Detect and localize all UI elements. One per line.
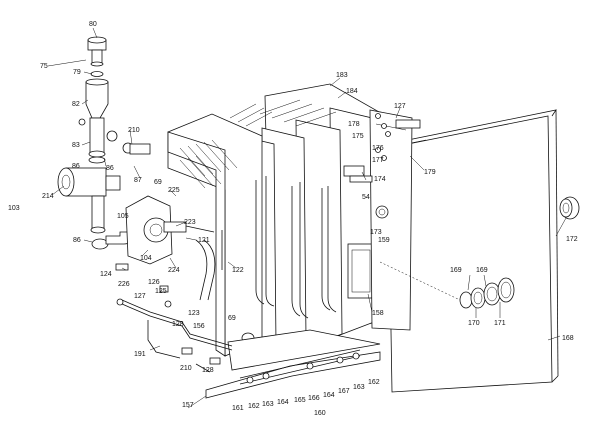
part-label-83: 83 <box>72 142 80 149</box>
part-label-82: 82 <box>72 101 80 108</box>
part-label-125: 125 <box>155 288 167 295</box>
part-label-54: 54 <box>362 194 370 201</box>
part-label-170: 170 <box>468 320 480 327</box>
part-label-165: 165 <box>294 397 306 404</box>
burner-base <box>205 329 381 399</box>
part-label-171: 171 <box>494 320 506 327</box>
part-label-80: 80 <box>89 21 97 28</box>
part-label-174: 174 <box>374 176 386 183</box>
part-label-128: 128 <box>172 321 184 328</box>
heat-exchanger-block <box>167 83 401 361</box>
gas-valve-assembly <box>125 195 223 301</box>
part-label-163: 163 <box>353 384 365 391</box>
part-label-157: 157 <box>182 402 194 409</box>
plug-172 <box>559 196 580 220</box>
part-label-167: 167 <box>338 388 350 395</box>
part-label-173: 173 <box>370 229 382 236</box>
part-label-126: 126 <box>148 279 160 286</box>
part-label-161: 161 <box>232 405 244 412</box>
part-number-labels: 80 75 79 82 83 86 86 86 214 103 210 87 6… <box>8 21 578 417</box>
part-label-75: 75 <box>40 63 48 70</box>
part-label-156: 156 <box>193 323 205 330</box>
part-label-224: 224 <box>168 267 180 274</box>
part-label-160: 160 <box>314 410 326 417</box>
part-label-79: 79 <box>73 69 81 76</box>
part-label-223: 223 <box>184 219 196 226</box>
part-label-176: 176 <box>372 145 384 152</box>
part-label-159: 159 <box>378 237 390 244</box>
side-panel <box>369 109 421 331</box>
part-label-179: 179 <box>424 169 436 176</box>
pump-assembly <box>57 36 151 250</box>
part-label-169: 169 <box>476 267 488 274</box>
small-parts <box>115 263 233 373</box>
part-label-177: 177 <box>372 157 384 164</box>
part-label-178: 178 <box>348 121 360 128</box>
part-label-162: 162 <box>248 403 260 410</box>
part-label-103: 103 <box>8 205 20 212</box>
part-label-86: 86 <box>106 165 114 172</box>
part-label-169: 169 <box>450 267 462 274</box>
part-label-104: 104 <box>140 255 152 262</box>
part-label-127: 127 <box>394 103 406 110</box>
part-label-122: 122 <box>232 267 244 274</box>
part-label-164: 164 <box>277 399 289 406</box>
part-label-164: 164 <box>323 392 335 399</box>
part-label-105: 105 <box>117 213 129 220</box>
part-label-210: 210 <box>128 127 140 134</box>
part-label-128: 128 <box>202 367 214 374</box>
part-label-184: 184 <box>346 88 358 95</box>
leader-lines <box>47 27 567 409</box>
part-label-183: 183 <box>336 72 348 79</box>
part-label-226: 226 <box>118 281 130 288</box>
seal-ring-set <box>379 261 515 309</box>
part-label-175: 175 <box>352 133 364 140</box>
part-label-166: 166 <box>308 395 320 402</box>
part-label-121: 121 <box>198 237 210 244</box>
part-label-158: 158 <box>372 310 384 317</box>
part-label-162: 162 <box>368 379 380 386</box>
part-label-127: 127 <box>134 293 146 300</box>
part-label-172: 172 <box>566 236 578 243</box>
part-label-210: 210 <box>180 365 192 372</box>
part-label-123: 123 <box>188 310 200 317</box>
part-label-69: 69 <box>228 315 236 322</box>
part-label-191: 191 <box>134 351 146 358</box>
front-cover-panel <box>387 109 559 393</box>
part-label-124: 124 <box>100 271 112 278</box>
part-label-163: 163 <box>262 401 274 408</box>
part-label-87: 87 <box>134 177 142 184</box>
part-label-86: 86 <box>73 237 81 244</box>
part-label-86: 86 <box>72 163 80 170</box>
part-label-69: 69 <box>154 179 162 186</box>
panel-screws <box>349 113 391 183</box>
part-label-168: 168 <box>562 335 574 342</box>
part-label-225: 225 <box>168 187 180 194</box>
part-label-214: 214 <box>42 193 54 200</box>
